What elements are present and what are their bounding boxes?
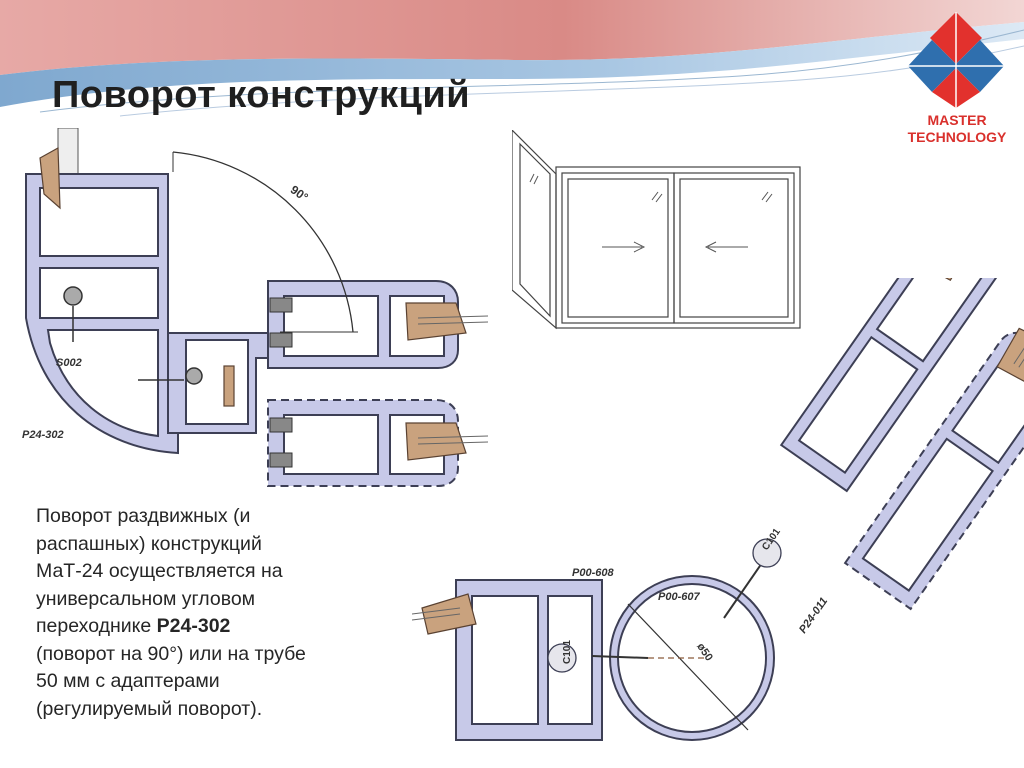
part-label-p24-011: P24-011 bbox=[797, 595, 830, 635]
angle-label: 90° bbox=[288, 183, 311, 205]
part-label-p00-607: P00-607 bbox=[658, 591, 700, 603]
logo-line-master: MASTER bbox=[927, 112, 987, 128]
description-line: 50 мм с адаптерами bbox=[36, 670, 220, 692]
description-line: универсальном угловом bbox=[36, 587, 256, 610]
master-technology-logo bbox=[908, 12, 1004, 108]
description-line: (поворот на 90°) или на трубе bbox=[36, 642, 306, 665]
part-label-p24-302: P24-302 bbox=[22, 429, 64, 441]
logo-line-technology: TECHNOLOGY bbox=[907, 129, 1007, 145]
description-line: (регулируемый поворот). bbox=[36, 697, 263, 720]
part-label-c101-left: C101 bbox=[562, 640, 573, 664]
description-line: распашных) конструкций bbox=[36, 532, 262, 555]
description-line: Поворот раздвижных (и bbox=[36, 505, 251, 527]
tube-adapter-drawing: P00-608 P00-607 C101 C101 P24-011 ø50 bbox=[412, 278, 1024, 741]
window-corner-sketch bbox=[512, 130, 801, 330]
description-text: Поворот раздвижных (и распашных) констру… bbox=[36, 503, 366, 723]
part-label-s002: S002 bbox=[56, 357, 82, 369]
description-line: переходнике bbox=[36, 615, 157, 637]
logo-wordmark: MASTER TECHNOLOGY bbox=[893, 112, 1021, 146]
corner-adapter-drawing: 90° S002 P24-302 bbox=[22, 128, 488, 487]
part-label-p00-608: P00-608 bbox=[572, 567, 614, 579]
part-code-p24-302: P24-302 bbox=[156, 615, 231, 637]
page-title: Поворот конструкций bbox=[52, 74, 471, 116]
description-line: МаТ-24 осуществляется на bbox=[36, 560, 283, 582]
